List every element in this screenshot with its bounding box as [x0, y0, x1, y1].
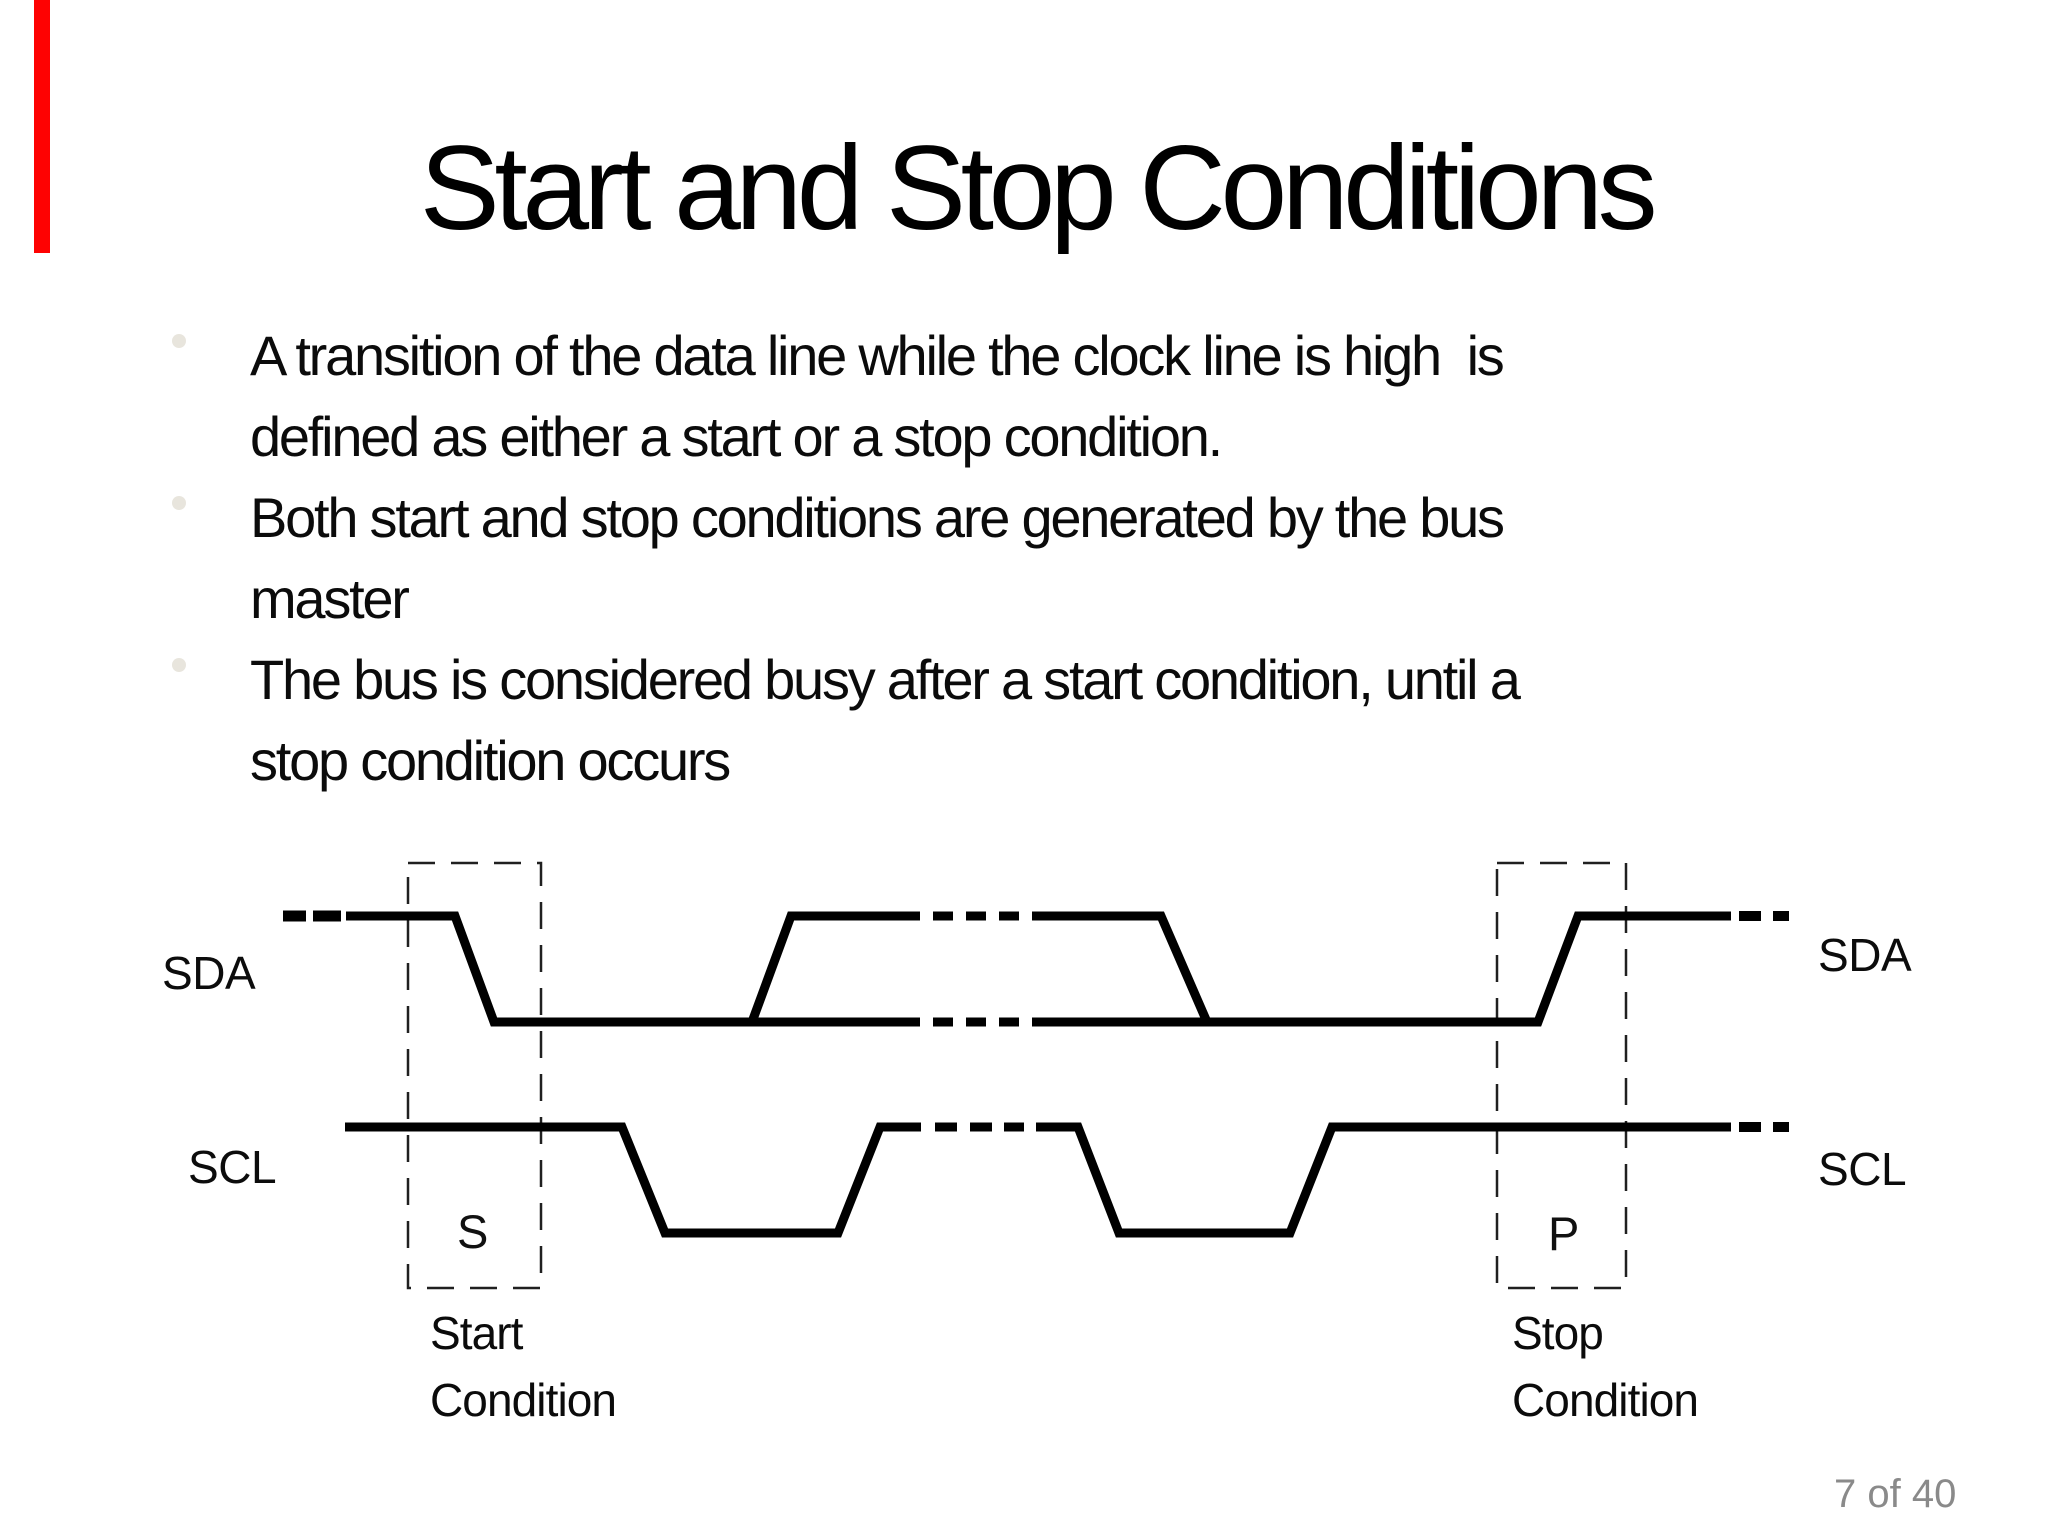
start-condition-caption: Start Condition [430, 1300, 617, 1434]
scl-label-right: SCL [1818, 1143, 1907, 1195]
bullet-text-line: Both start and stop conditions are gener… [250, 486, 1505, 549]
scl-label-left: SCL [188, 1141, 277, 1193]
start-marker: S [457, 1205, 489, 1258]
stop-marker: P [1548, 1207, 1580, 1260]
slide-title: Start and Stop Conditions [419, 121, 1658, 255]
caption-line: Condition [430, 1374, 617, 1426]
scl-waveform [345, 1122, 1789, 1238]
bullet-dot-icon [172, 496, 186, 510]
bullet-dot-icon [172, 334, 186, 348]
stop-condition-caption: Stop Condition [1512, 1300, 1699, 1434]
bullet-text-line: defined as either a start or a stop cond… [250, 405, 1223, 468]
start-condition-box [406, 861, 543, 1290]
bullet-item: The bus is considered busy after a start… [0, 639, 1900, 801]
sda-label-right: SDA [1818, 929, 1912, 981]
page-number: 7 of 40 [1834, 1472, 1957, 1516]
bullet-item: A transition of the data line while the … [0, 315, 1900, 477]
bullet-dot-icon [172, 658, 186, 672]
bullet-list: A transition of the data line while the … [0, 315, 1900, 801]
caption-line: Stop [1512, 1307, 1604, 1359]
sda-label-left: SDA [162, 947, 256, 999]
bullet-text-line: The bus is considered busy after a start… [250, 648, 1521, 711]
bullet-text-line: A transition of the data line while the … [250, 324, 1505, 387]
red-accent-bar [34, 0, 50, 253]
sda-waveform [283, 910, 1789, 1027]
bullet-text-line: master [250, 567, 410, 630]
caption-line: Start [430, 1307, 523, 1359]
stop-condition-box [1495, 861, 1628, 1290]
bullet-item: Both start and stop conditions are gener… [0, 477, 1900, 639]
bullet-text-line: stop condition occurs [250, 729, 731, 792]
caption-line: Condition [1512, 1374, 1699, 1426]
